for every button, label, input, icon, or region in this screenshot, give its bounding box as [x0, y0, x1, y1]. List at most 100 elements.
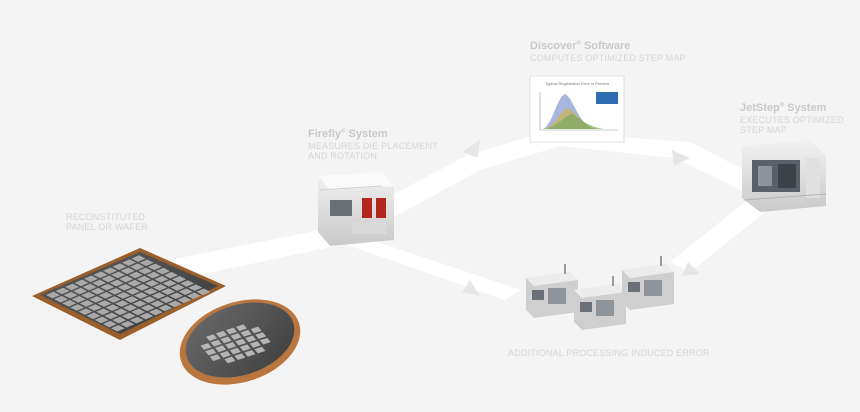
reconstituted-label: RECONSTITUTED PANEL OR WAFER	[66, 212, 148, 233]
wafer-die	[245, 335, 257, 343]
panel-die	[112, 316, 127, 324]
processing-machine	[526, 264, 578, 318]
processing-line-1: ADDITIONAL PROCESSING INDUCED ERROR	[508, 348, 710, 358]
panel-die	[109, 279, 124, 287]
wafer-die	[225, 342, 237, 349]
panel-die	[144, 280, 159, 287]
panel-die	[170, 284, 185, 291]
arrow-to-discover-icon	[462, 140, 480, 158]
discover-title: Discover® Software	[530, 40, 631, 52]
wafer-die	[255, 332, 267, 339]
panel-die	[172, 276, 187, 283]
panel-die	[73, 287, 88, 295]
arrow-to-firefly-icon	[462, 280, 480, 296]
panel-die	[104, 312, 119, 320]
panel-die	[158, 304, 173, 312]
jetstep-line-1: EXECUTES OPTIMIZED	[740, 114, 844, 125]
reconstituted-panel	[32, 248, 226, 340]
panel-die	[163, 271, 178, 279]
jetstep-machine-image	[742, 140, 827, 212]
firefly-label: Firefly® System MEASURES DIE PLACEMENT A…	[308, 128, 438, 161]
panel-die	[135, 284, 150, 291]
panel-die	[113, 308, 128, 316]
panel-die	[117, 283, 132, 291]
wafer-die	[239, 344, 251, 352]
panel-die	[103, 267, 118, 275]
panel-die	[122, 259, 137, 266]
wafer-die	[210, 339, 222, 347]
panel-die	[101, 275, 116, 283]
wafer-die	[205, 348, 217, 356]
panel-die	[134, 292, 149, 299]
panel-die	[108, 288, 123, 295]
panel-die	[142, 296, 157, 303]
panel-die	[74, 279, 89, 287]
wafer-die	[226, 327, 237, 335]
wafer-die	[215, 345, 227, 353]
wafer-die	[254, 346, 266, 354]
processing-machines-image	[526, 256, 674, 330]
panel-die	[46, 291, 61, 299]
panel-die	[178, 288, 193, 295]
panel-die	[153, 284, 168, 291]
panel-die	[112, 263, 127, 270]
panel-die	[116, 292, 131, 299]
panel-die	[115, 300, 130, 307]
panel-die	[196, 288, 211, 296]
panel-die	[127, 279, 142, 287]
panel-die	[123, 304, 138, 312]
panel-die	[54, 295, 69, 303]
panel-die	[148, 308, 163, 316]
panel-die	[147, 263, 162, 271]
path-processing-to-firefly	[345, 236, 520, 300]
arrow-to-processing-icon	[682, 262, 700, 276]
wafer-die	[206, 334, 217, 341]
panel-die	[188, 284, 203, 291]
panel-die	[167, 300, 182, 308]
panel-die	[155, 267, 170, 275]
discover-label: Discover® Software COMPUTES OPTIMIZED ST…	[530, 40, 686, 63]
path-jetstep-to-processing	[670, 190, 780, 272]
wafer-die	[240, 329, 252, 337]
panel-die	[140, 304, 155, 312]
discover-chart-thumbnail: Typical Registration Error in Percent	[529, 75, 625, 143]
panel-die	[106, 296, 121, 303]
panel-die	[92, 279, 107, 287]
path-discover-to-jetstep	[545, 132, 760, 192]
wafer-die	[249, 341, 261, 348]
panel-die	[162, 280, 177, 287]
wafer-die-grid	[200, 324, 271, 364]
panel-die	[132, 300, 147, 308]
panel-die	[186, 292, 201, 300]
panel-die	[110, 324, 125, 332]
panel-die	[70, 304, 85, 311]
panel-die	[131, 308, 146, 316]
panel-die	[87, 304, 102, 311]
panel-die	[96, 308, 111, 316]
panel-die	[82, 283, 97, 291]
panel-die	[63, 291, 78, 299]
wafer-die	[244, 350, 256, 357]
processing-label: ADDITIONAL PROCESSING INDUCED ERROR	[508, 348, 710, 358]
panel-die	[89, 296, 104, 303]
wafer-die	[229, 347, 241, 355]
firefly-line-2: AND ROTATION	[308, 150, 378, 161]
wafer-die	[200, 343, 212, 350]
jetstep-title: JetStep® System	[740, 102, 827, 114]
panel-die	[105, 304, 120, 311]
processing-machine	[622, 256, 674, 310]
panel-die	[151, 292, 166, 299]
panel-die	[78, 308, 93, 315]
wafer-die	[224, 356, 236, 364]
panel-die	[71, 296, 86, 303]
panel-die	[111, 271, 126, 279]
panel-die	[130, 263, 145, 271]
panel-die	[161, 288, 176, 295]
panel-die	[102, 320, 117, 328]
wafer-die	[236, 324, 247, 331]
panel-die	[100, 283, 115, 291]
jetstep-line-2: STEP MAP	[740, 124, 787, 135]
panel-die	[119, 275, 134, 283]
flow-arrows	[462, 140, 700, 296]
